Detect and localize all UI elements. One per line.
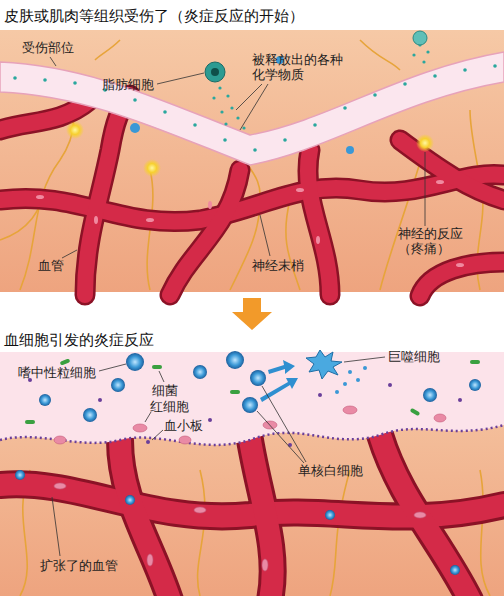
part-label: 细菌 — [152, 383, 178, 398]
panel-heading: 血细胞引发的炎症反应 — [4, 331, 154, 349]
part-label: 红细胞 — [150, 399, 189, 414]
inflamed-site — [0, 352, 504, 445]
part-label: 脂肪细胞 — [102, 77, 154, 92]
wound-site — [0, 52, 504, 165]
part-label: 扩张了的血管 — [40, 558, 118, 573]
tissue — [0, 30, 504, 292]
panel-heading: 皮肤或肌肉等组织受伤了（炎症反应的开始） — [4, 7, 304, 25]
monocytes — [242, 370, 266, 413]
blood-vessels — [0, 95, 504, 296]
nerve-glows — [66, 121, 434, 177]
dilated-vessels — [0, 435, 504, 596]
part-label: 单核白细胞 — [298, 463, 363, 478]
part-label: 嗜中性粒细胞 — [18, 365, 96, 380]
part-label: 神经末梢 — [252, 258, 304, 273]
fat-cells — [130, 31, 427, 154]
red-cells — [54, 406, 446, 571]
part-label: 受伤部位 — [22, 40, 74, 55]
down-arrow — [232, 298, 272, 330]
leader-lines — [50, 57, 425, 258]
chemical-dots — [13, 43, 497, 151]
vessel-wall — [0, 425, 504, 445]
part-label: 神经的反应 （疼痛） — [398, 226, 468, 256]
platelets — [28, 378, 462, 447]
migration-arrows — [260, 360, 298, 402]
leader-lines — [52, 357, 385, 556]
part-label: 巨噬细胞 — [388, 349, 440, 364]
macrophage — [306, 350, 342, 379]
debris — [335, 366, 367, 394]
neutrophils — [15, 351, 481, 575]
part-label: 血小板 — [164, 418, 203, 433]
part-label: 血管 — [38, 258, 64, 273]
part-label: 被释放出的各种 化学物质 — [252, 52, 348, 82]
